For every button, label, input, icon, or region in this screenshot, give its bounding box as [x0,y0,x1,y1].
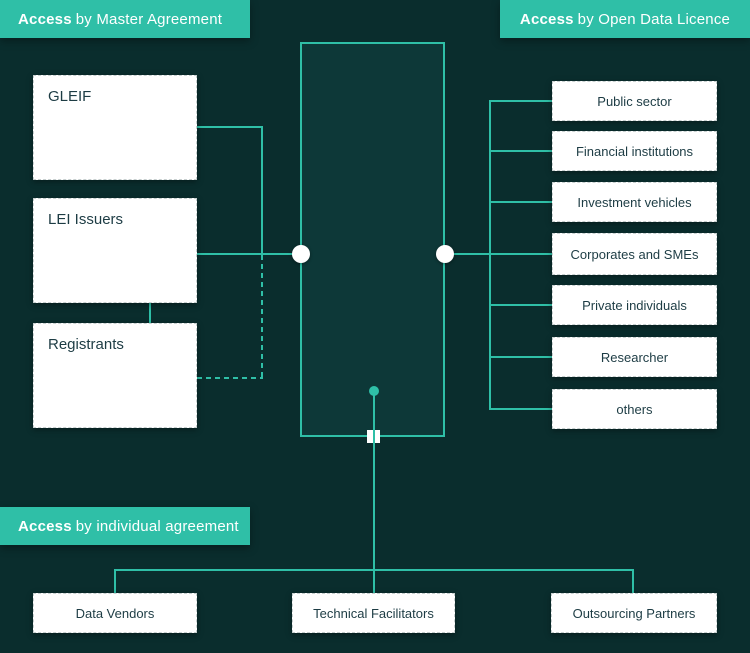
node-private-individuals: Private individuals [552,285,717,325]
banner-highlight: Access [519,10,574,28]
connector-right-trunk [489,100,491,410]
node-label: Financial institutions [575,143,694,159]
connector-lei-issuers-horizontal [197,253,301,255]
banner-text: by Master Agreement [75,10,223,28]
banner-access-individual-agreement: Access by individual agreement [0,507,250,545]
node-technical-facilitators: Technical Facilitators [292,593,455,633]
node-label: GLEIF [48,88,92,105]
node-label: LEI Issuers [48,211,124,228]
node-label: Technical Facilitators [313,605,434,621]
node-financial-institutions: Financial institutions [552,131,717,171]
connector-branch-researcher [489,356,552,358]
connector-junction-vertical-dashed [261,255,263,378]
connector-branch-corporates [489,253,552,255]
banner-text: by individual agreement [75,517,239,535]
pool-left-port [292,245,310,263]
node-public-sector: Public sector [552,81,717,121]
connector-branch-investment-vehicles [489,201,552,203]
node-label: others [616,401,653,417]
node-label: Data Vendors [75,605,155,621]
connector-branch-private-individuals [489,304,552,306]
pool-right-port [436,245,454,263]
node-registrants: Registrants [33,323,197,428]
node-label: Corporates and SMEs [570,246,699,262]
node-gleif: GLEIF [33,75,197,180]
banner-access-master-agreement: Access by Master Agreement [0,0,250,38]
node-label: Private individuals [582,297,687,313]
node-corporates-and-smes: Corporates and SMEs [552,233,717,275]
node-label: Registrants [48,336,124,353]
connector-drop-outsourcing-partners [632,569,634,594]
node-label: Researcher [600,349,669,365]
node-lei-issuers: LEI Issuers [33,198,197,303]
node-data-vendors: Data Vendors [33,593,197,633]
node-outsourcing-partners: Outsourcing Partners [551,593,717,633]
node-label: Investment vehicles [577,194,692,210]
node-investment-vehicles: Investment vehicles [552,182,717,222]
connector-issuers-registrants-arrow-line [149,252,151,382]
connector-branch-public-sector [489,100,552,102]
node-label: Public sector [597,93,672,109]
banner-highlight: Access [18,10,72,28]
connector-gleif-horizontal [197,126,263,128]
central-data-pool [300,42,445,437]
connector-pool-bottom-vertical [373,391,375,593]
node-others: others [552,389,717,429]
node-researcher: Researcher [552,337,717,377]
banner-access-open-data-licence: Access by Open Data Licence [500,0,750,38]
banner-highlight: Access [18,517,72,535]
banner-text: by Open Data Licence [577,10,731,28]
connector-branch-others [489,408,552,410]
connector-drop-data-vendors [114,569,116,594]
connector-junction-vertical [261,126,263,255]
connector-branch-financial-institutions [489,150,552,152]
pool-anchor-dot [369,386,379,396]
connector-pool-to-trunk [445,253,490,255]
node-label: Outsourcing Partners [572,605,696,621]
connector-registrants-horizontal-dashed [197,377,263,379]
